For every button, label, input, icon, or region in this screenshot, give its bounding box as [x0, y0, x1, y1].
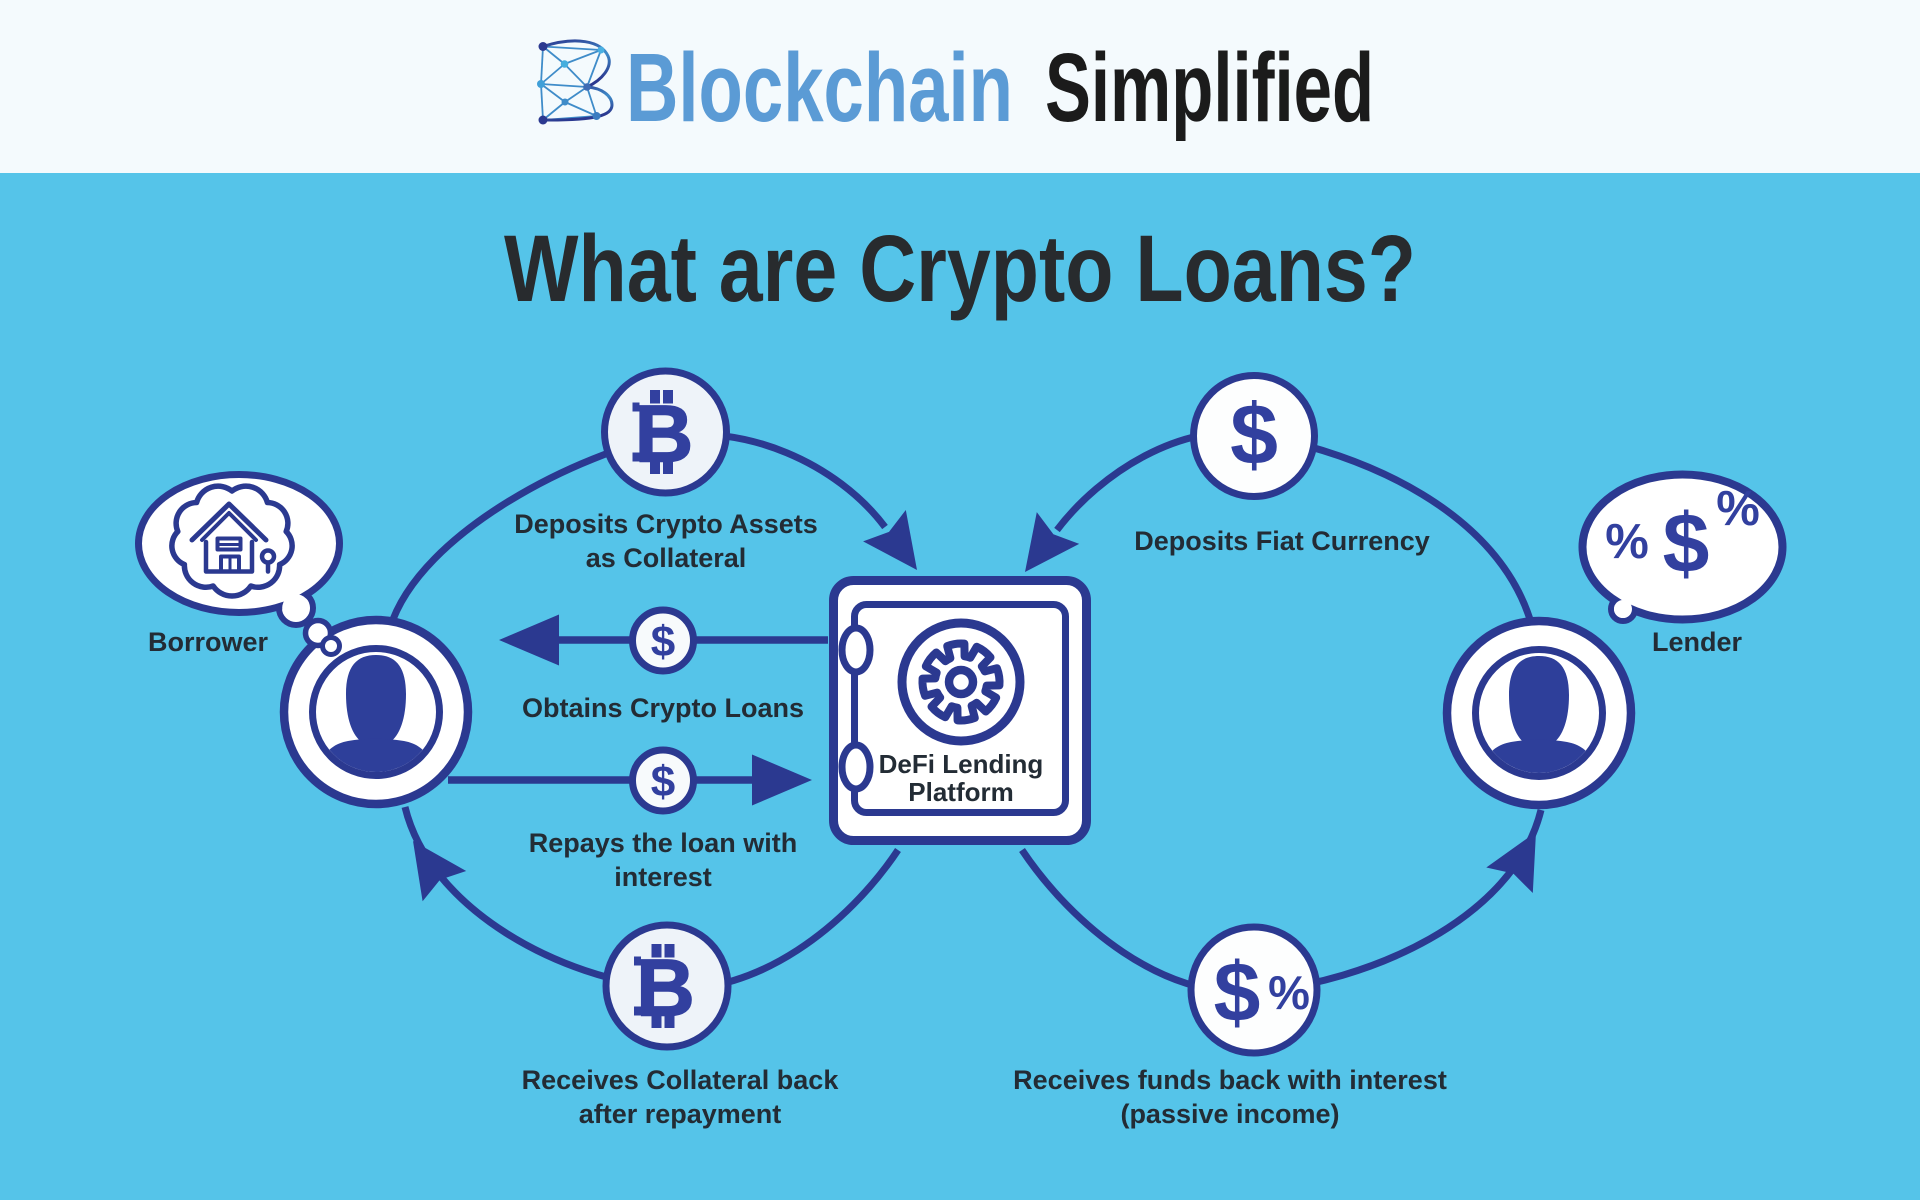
svg-text:as Collateral: as Collateral: [586, 543, 747, 573]
svg-text:DeFi Lending: DeFi Lending: [879, 749, 1044, 779]
svg-text:$: $: [1214, 945, 1261, 1039]
svg-text:Repays the loan with: Repays the loan with: [529, 828, 798, 858]
svg-text:Simplified: Simplified: [1045, 33, 1374, 142]
svg-text:Platform: Platform: [908, 777, 1013, 807]
svg-text:B: B: [635, 390, 694, 480]
svg-text:(passive income): (passive income): [1120, 1099, 1339, 1129]
svg-text:Deposits Crypto Assets: Deposits Crypto Assets: [514, 509, 818, 539]
svg-text:%: %: [1268, 966, 1310, 1019]
svg-text:What are Crypto Loans?: What are Crypto Loans?: [504, 216, 1416, 322]
svg-text:Blockchain: Blockchain: [626, 33, 1013, 142]
svg-text:Lender: Lender: [1652, 627, 1743, 657]
svg-text:Deposits Fiat Currency: Deposits Fiat Currency: [1134, 526, 1430, 556]
svg-text:$: $: [651, 758, 675, 807]
svg-text:after repayment: after repayment: [579, 1099, 782, 1129]
svg-text:$: $: [1230, 387, 1278, 483]
svg-text:interest: interest: [614, 862, 712, 892]
svg-text:$: $: [651, 618, 675, 667]
svg-text:B: B: [636, 944, 695, 1034]
svg-text:%: %: [1716, 482, 1760, 536]
svg-text:Obtains Crypto Loans: Obtains Crypto Loans: [522, 693, 804, 723]
svg-text:%: %: [1605, 515, 1649, 569]
svg-text:Receives Collateral back: Receives Collateral back: [522, 1065, 840, 1095]
svg-text:$: $: [1663, 496, 1710, 590]
svg-text:Borrower: Borrower: [148, 627, 269, 657]
svg-text:Receives funds back with inter: Receives funds back with interest: [1013, 1065, 1447, 1095]
